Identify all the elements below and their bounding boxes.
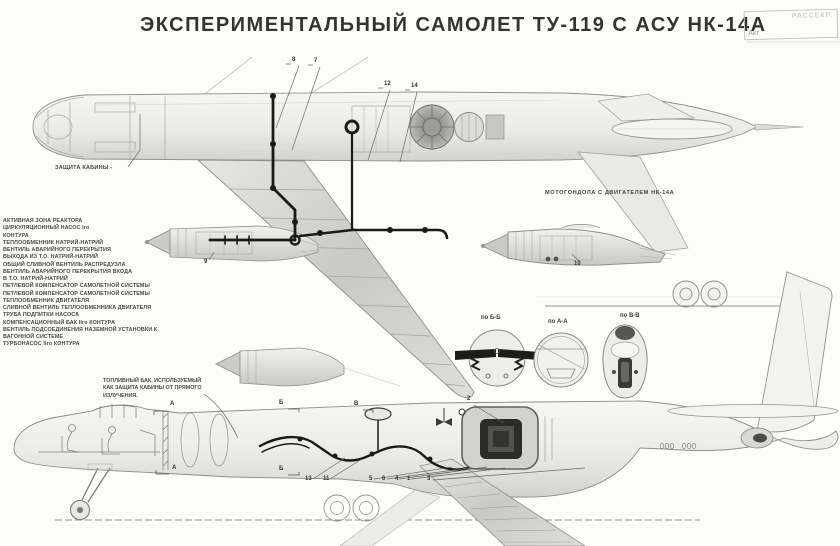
- nacelle-label: МОТОГОНДОЛА С ДВИГАТЕЛЕМ НК-14А: [545, 190, 675, 196]
- legend-line: ВЕНТИЛЬ ПОДСОЕДИНЕНИЯ НАЗЕМНОЙ УСТАНОВКИ…: [3, 326, 158, 333]
- legend-line: ТУРБОНАСОС IIго КОНТУРА: [3, 341, 80, 348]
- legend-line: КОМПЕНСАЦИОННЫЙ БАК IIго КОНТУРА: [3, 319, 115, 326]
- cut-marker-a-top: А: [170, 401, 175, 407]
- legend-line: ВЕНТИЛЬ АВАРИЙНОГО ПЕРЕКРЫТИЯ: [3, 247, 111, 253]
- section-label-bb: по Б-Б: [481, 315, 501, 321]
- legend-line: ВАГОННОЙ СИСТЕМЕ: [3, 334, 64, 340]
- legend-line: ВЕНТИЛЬ АВАРИЙНОГО ПЕРЕКРЫТИЯ ВХОДА: [3, 268, 133, 275]
- legend-line: ТЕПЛООБМЕННИК ДВИГАТЕЛЯ: [3, 297, 90, 304]
- cut-marker-a-bottom: А: [172, 465, 177, 471]
- legend-line: ТРУБА ПОДПИТКИ НАСОСА: [3, 312, 80, 319]
- inner-nacelle-drawing: [145, 225, 319, 262]
- cut-marker-v-top: В: [354, 401, 359, 407]
- cut-marker-b-top: Б: [279, 400, 284, 406]
- cabin-protection-label: ЗАЩИТА КАБИНЫ -: [55, 165, 113, 171]
- callout-8: 8: [292, 57, 296, 63]
- callout-9: 9: [204, 259, 208, 265]
- callout-13: 13: [305, 476, 312, 482]
- callout-12: 12: [384, 81, 391, 87]
- callout-6: 6: [382, 476, 386, 482]
- plan-view: [32, 56, 805, 399]
- legend-line: ПЕТЛЕВОЙ КОМПЕНСАТОР САМОЛЕТНОЙ СИСТЕМЫ: [3, 290, 150, 297]
- legend-line: СЛИВНОЙ ВЕНТИЛЬ ТЕПЛООБМЕННИКА ДВИГАТЕЛЯ: [3, 305, 152, 311]
- drawing-title: ЭКСПЕРИМЕНТАЛЬНЫЙ САМОЛЕТ ТУ-119 С АСУ Н…: [140, 14, 767, 36]
- cross-sections: [455, 324, 648, 399]
- engine-nacelle-detail: [481, 224, 785, 308]
- callout-11: 11: [323, 476, 330, 482]
- stamp-text: РАССЕКР.: [791, 11, 833, 20]
- stamp-act-text: Акт: [748, 29, 760, 38]
- legend-line: КОНТУРА: [3, 232, 29, 239]
- legend-line: ЦИРКУЛЯЦИОННЫЙ НАСОС Iго: [3, 225, 90, 232]
- fuel-tank-note: ТОПЛИВНЫЙ БАК, ИСПОЛЬЗУЕМЫЙ КАК ЗАЩИТА К…: [103, 378, 202, 400]
- fuel-tank-note-line: КАК ЗАЩИТА КАБИНЫ ОТ ПРЯМОГО: [103, 385, 202, 392]
- legend-line: ТЕПЛООБМЕННИК НАТРИЙ-НАТРИЙ: [3, 239, 104, 246]
- legend-line: АКТИВНАЯ ЗОНА РЕАКТОРА: [3, 218, 83, 224]
- callout-5: 5: [369, 476, 373, 482]
- fuel-tank-note-line: ТОПЛИВНЫЙ БАК, ИСПОЛЬЗУЕМЫЙ: [103, 378, 202, 384]
- callout-10: 10: [574, 261, 581, 267]
- system-legend: АКТИВНАЯ ЗОНА РЕАКТОРА ЦИРКУЛЯЦИОННЫЙ НА…: [3, 218, 163, 349]
- fuel-tank-note-line: ИЗЛУЧЕНИЯ.: [103, 392, 138, 399]
- section-label-vv: по В-В: [620, 313, 640, 319]
- legend-line: ВЫХОДА ИЗ Т.О. НАТРИЙ-НАТРИЙ: [3, 254, 99, 261]
- callout-14: 14: [411, 83, 418, 89]
- legend-line: ОБЩИЙ СЛИВНОЙ ВЕНТИЛЬ РАСПРЕДУЗЛА: [3, 261, 126, 268]
- reactor-piping: [208, 93, 449, 246]
- callout-3: 3: [427, 476, 431, 482]
- declassified-stamp: РАССЕКР. Акт: [743, 8, 839, 41]
- callout-7: 7: [314, 58, 318, 64]
- callout-1: 1: [407, 476, 411, 482]
- section-label-aa: по А-А: [548, 319, 568, 325]
- legend-line: ПЕТЛЕВОЙ КОМПЕНСАТОР САМОЛЕТНОЙ СИСТЕМЫ: [3, 283, 150, 290]
- side-view: [13, 271, 839, 546]
- callout-4: 4: [395, 476, 399, 482]
- legend-line: В Т.О. НАТРИЙ-НАТРИЙ: [3, 276, 68, 282]
- outer-nacelle-drawing: [215, 347, 401, 387]
- callout-2: 2: [467, 396, 471, 402]
- cut-marker-b-bottom: Б: [279, 466, 284, 472]
